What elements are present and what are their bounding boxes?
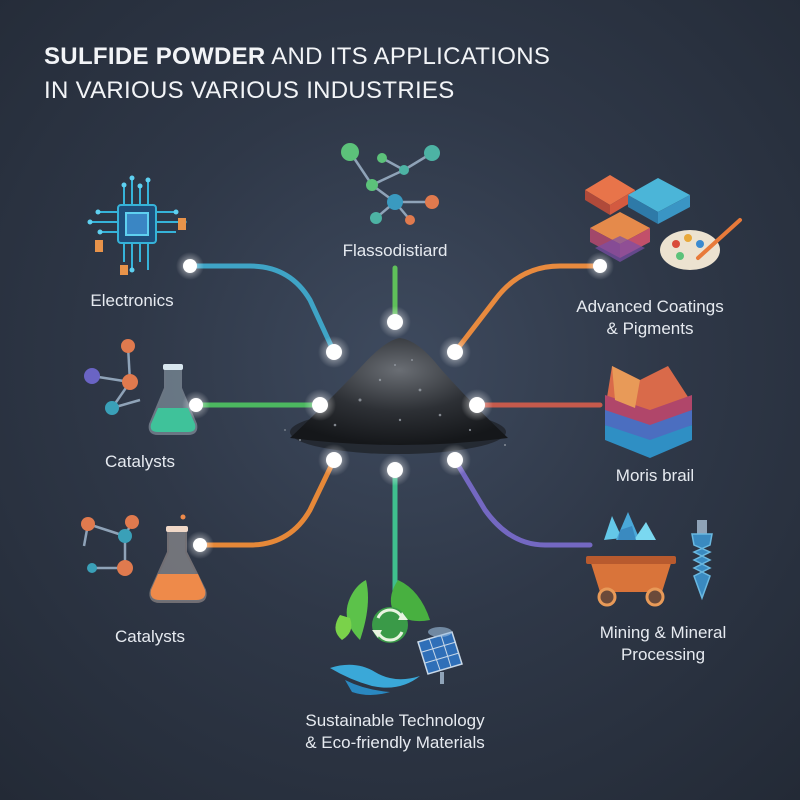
dot-catalysts-2-inner — [318, 444, 350, 476]
dot-catalysts-2-outer — [186, 531, 214, 559]
layered-crystal-icon — [605, 366, 692, 458]
label-sustainable: Sustainable Technology & Eco-friendly Ma… — [305, 711, 485, 752]
dot-coatings-outer — [586, 252, 614, 280]
label-catalysts-1: Catalysts — [105, 452, 175, 471]
connector-mining — [452, 457, 593, 548]
mine-cart-icon — [586, 512, 713, 607]
eco-solar-icon — [330, 580, 463, 695]
dot-electronics-inner — [318, 336, 350, 368]
connection-dots — [176, 252, 614, 559]
dot-moris-brail-inner — [461, 389, 493, 421]
circuit-chip-icon — [87, 175, 187, 275]
dot-coatings-inner — [439, 336, 471, 368]
label-mining: Mining & Mineral Processing — [599, 623, 727, 664]
paint-palette-icon — [585, 175, 742, 270]
molecule-icon — [341, 143, 440, 225]
flask-green-icon — [84, 339, 198, 435]
connector-electronics — [187, 263, 337, 355]
label-coatings: Advanced Coatings & Pigments — [576, 297, 724, 338]
dot-mining-inner — [439, 444, 471, 476]
page-title: SULFIDE POWDER AND ITS APPLICATIONS IN V… — [44, 43, 551, 104]
dot-electronics-outer — [176, 252, 204, 280]
sulfide-powder-pile — [284, 338, 508, 454]
label-electronics: Electronics — [90, 291, 174, 310]
label-moris-brail: Moris brail — [615, 466, 695, 485]
label-catalysts-2: Catalysts — [115, 627, 185, 646]
dot-catalysts-1-inner — [304, 389, 336, 421]
connector-catalysts-2 — [197, 457, 337, 548]
connectors — [187, 263, 603, 613]
connector-coatings — [452, 263, 603, 355]
label-flassodistiard: Flassodistiard — [342, 241, 448, 260]
flask-orange-icon — [81, 514, 207, 603]
dot-sustainable-inner — [379, 454, 411, 486]
dot-flassodistiard-inner — [379, 306, 411, 338]
